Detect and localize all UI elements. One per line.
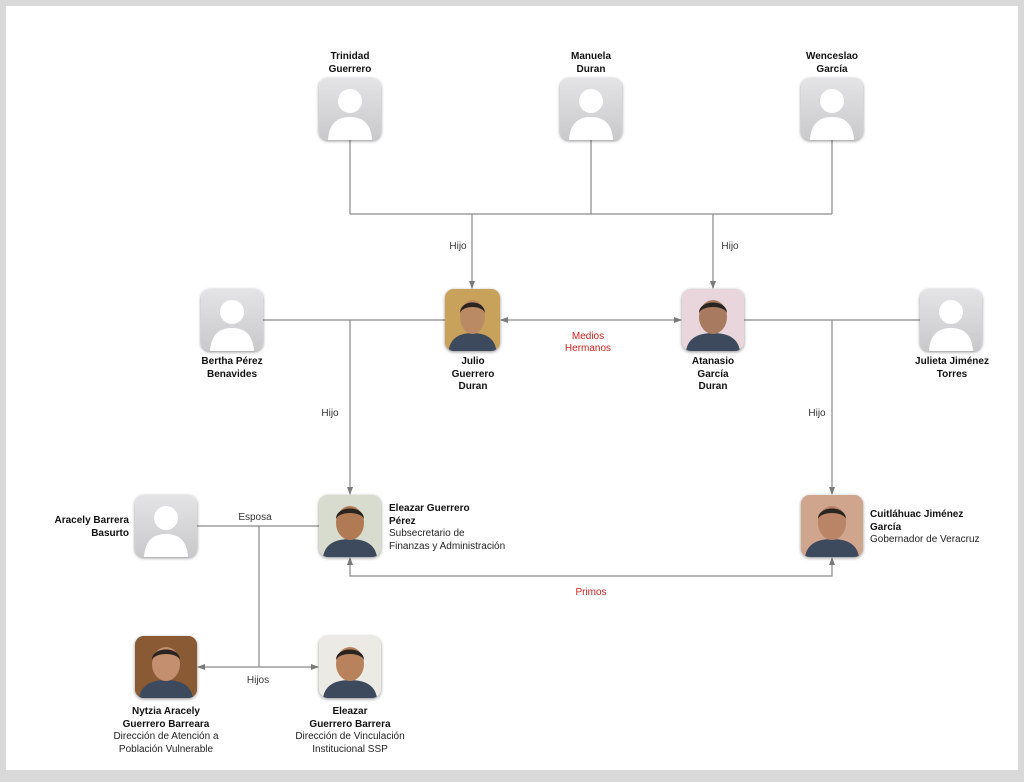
spouse-line [197, 525, 319, 667]
relation-hijo-julio: Hijo [449, 241, 467, 252]
avatar-placeholder-wenceslao [801, 78, 863, 140]
portrait-photo-icon [801, 495, 863, 557]
person-silhouette-icon [929, 300, 973, 351]
portrait-photo-icon [319, 636, 381, 698]
avatar-placeholder-manuela [560, 78, 622, 140]
avatar-placeholder-bertha [201, 289, 263, 351]
photo-atanasio [682, 289, 744, 351]
relation-esposa: Esposa [238, 512, 272, 523]
avatar-placeholder-aracely [135, 495, 197, 557]
person-silhouette-icon [144, 506, 188, 557]
cousins-arrow [347, 557, 835, 577]
photo-cuitlahuac [801, 495, 863, 557]
portrait-photo-icon [682, 289, 744, 351]
person-silhouette-icon [569, 89, 613, 140]
portrait-photo-icon [445, 289, 500, 351]
relation-hijo-cuitlahuac: Hijo [808, 408, 826, 419]
person-silhouette-icon [328, 89, 372, 140]
portrait-photo-icon [135, 636, 197, 698]
avatar-placeholder-julieta [920, 289, 982, 351]
photo-eleazar-guerrero-barrera [319, 636, 381, 698]
relation-primos: Primos [575, 587, 607, 598]
photo-nytzia [135, 636, 197, 698]
person-silhouette-icon [810, 89, 854, 140]
photo-julio [445, 289, 500, 351]
relation-hijos: Hijos [246, 675, 270, 686]
relation-hijo-eleazar: Hijo [321, 408, 339, 419]
photo-eleazar-guerrero-perez [319, 495, 381, 557]
avatar-placeholder-trinidad [319, 78, 381, 140]
relation-hijo-atanasio: Hijo [721, 241, 739, 252]
grandparents-connector [349, 140, 833, 215]
person-silhouette-icon [210, 300, 254, 351]
portrait-photo-icon [319, 495, 381, 557]
